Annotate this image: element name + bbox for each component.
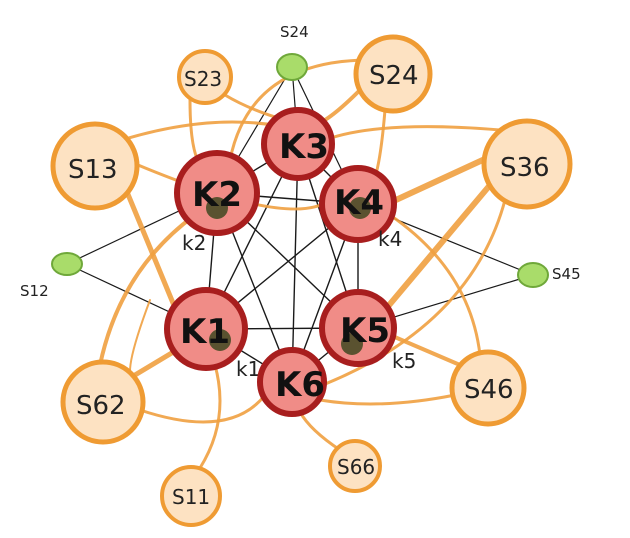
s45-dot bbox=[517, 262, 549, 288]
edge-s11-k1 bbox=[198, 363, 222, 470]
s12-label: S12 bbox=[20, 282, 49, 300]
s13-circle bbox=[50, 121, 140, 211]
s66-label: S66 bbox=[337, 455, 375, 479]
node-k5: K5 k5 bbox=[319, 289, 416, 373]
k5-sub-label: k5 bbox=[392, 349, 416, 373]
edge-s62-k6 bbox=[138, 393, 267, 424]
satellite-s11: S11 bbox=[160, 465, 222, 527]
k5-label: K5 bbox=[340, 311, 390, 351]
s62-label: S62 bbox=[76, 391, 126, 421]
edge-s13-k4 bbox=[124, 158, 332, 211]
s23-label: S23 bbox=[184, 67, 222, 91]
k6-label: K6 bbox=[275, 365, 325, 405]
satellite-s62: S62 bbox=[60, 359, 146, 445]
s36-circle bbox=[481, 118, 573, 210]
s66-circle bbox=[328, 439, 382, 493]
s24-small-dot bbox=[276, 53, 308, 81]
s45-label: S45 bbox=[552, 265, 581, 283]
s12-dot bbox=[51, 252, 83, 276]
s23-circle bbox=[177, 49, 233, 105]
s36-label: S36 bbox=[500, 153, 550, 183]
s46-circle bbox=[449, 349, 527, 427]
node-k4: K4 k4 bbox=[319, 165, 402, 251]
node-k2: K2 k2 bbox=[174, 150, 260, 255]
k2-circle bbox=[174, 150, 260, 236]
satellite-s46: S46 bbox=[449, 349, 527, 427]
edge-s13-k1 bbox=[117, 172, 183, 323]
edge-s24b-k2 bbox=[228, 58, 372, 162]
k1-sub-label: k1 bbox=[236, 357, 260, 381]
s46-label: S46 bbox=[464, 375, 514, 405]
satellite-s23: S23 bbox=[177, 49, 233, 105]
k4-sub-label: k4 bbox=[378, 227, 402, 251]
satellite-s24-big: S24 bbox=[353, 34, 433, 114]
k3-circle bbox=[261, 107, 335, 181]
edge-s46-k6 bbox=[318, 393, 457, 406]
s24-big-circle bbox=[353, 34, 433, 114]
satellite-s66: S66 bbox=[328, 439, 382, 493]
k2-inner-dot bbox=[206, 197, 228, 219]
satellite-s36: S36 bbox=[481, 118, 573, 210]
k6-circle bbox=[257, 347, 327, 417]
k1-label: K1 bbox=[180, 312, 230, 352]
k1-inner-dot bbox=[209, 329, 231, 351]
edge-s62-k2 bbox=[98, 213, 197, 367]
k5-inner-dot bbox=[341, 333, 363, 355]
k2-label: K2 bbox=[192, 175, 242, 215]
edge-s36-k5 bbox=[382, 182, 493, 313]
node-k3: K3 bbox=[261, 107, 335, 181]
satellite-s45: S45 bbox=[517, 262, 581, 288]
edge-s36-k4 bbox=[382, 155, 490, 208]
s11-circle bbox=[160, 465, 222, 527]
edge-s46-k4 bbox=[388, 213, 482, 357]
k5-circle bbox=[319, 289, 397, 367]
k2-sub-label: k2 bbox=[182, 231, 206, 255]
satellite-s13: S13 bbox=[50, 121, 140, 211]
s11-label: S11 bbox=[172, 485, 210, 509]
s13-label: S13 bbox=[68, 155, 118, 185]
node-k6: K6 bbox=[257, 347, 327, 417]
s62-circle bbox=[60, 359, 146, 445]
edge-s36-k6 bbox=[308, 198, 507, 392]
edge-s46-k5 bbox=[388, 333, 462, 367]
edge-s36-k3 bbox=[323, 125, 502, 142]
k4-label: K4 bbox=[334, 183, 384, 223]
satellite-s24-small: S24 bbox=[276, 23, 309, 81]
edge-k3-k6 bbox=[291, 143, 299, 383]
k3-label: K3 bbox=[279, 127, 329, 167]
node-k1: K1 k1 bbox=[164, 287, 260, 381]
edge-s66-k6 bbox=[298, 410, 342, 452]
s24-big-label: S24 bbox=[369, 61, 419, 91]
s24-small-label: S24 bbox=[280, 23, 309, 41]
k4-inner-dot bbox=[349, 197, 371, 219]
satellite-s12: S12 bbox=[20, 252, 83, 300]
